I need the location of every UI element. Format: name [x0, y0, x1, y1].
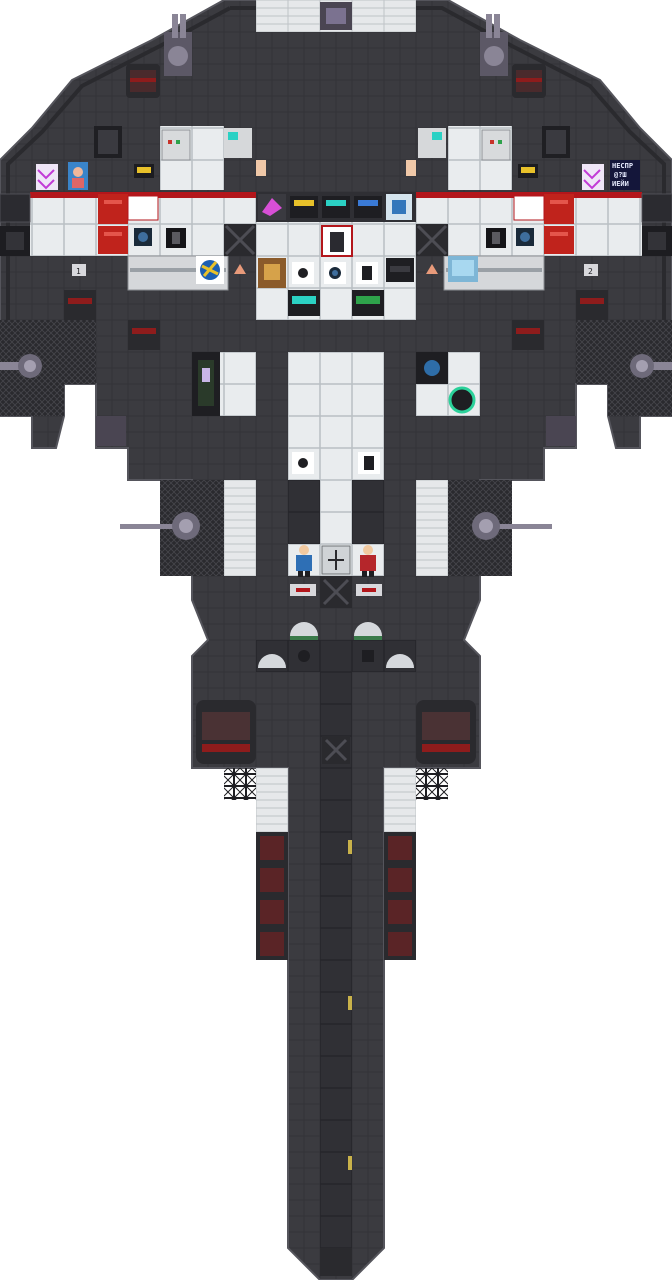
engine-thruster-icon [384, 832, 416, 960]
upper-right-room [406, 126, 512, 190]
warning-light-icon [234, 264, 438, 274]
central-corridor [288, 352, 384, 576]
console-icon [134, 164, 154, 178]
turret-icon [480, 14, 508, 76]
turret-icon [0, 354, 42, 378]
engine-thruster-icon [256, 832, 288, 960]
poster-icon [36, 162, 88, 190]
spine-solar [256, 768, 416, 832]
sign-line-2: @?Ш [614, 171, 627, 179]
airlock-door-icon [416, 224, 448, 256]
engine-thruster-icon [196, 700, 256, 764]
airlock-door-icon [224, 224, 256, 256]
room-marker-2: 2 [584, 264, 598, 276]
lattice-icon [224, 768, 448, 800]
engine-bay [256, 622, 416, 672]
crew-figure-icon [296, 545, 312, 577]
locker-icon [94, 126, 122, 158]
teleporter-pad-icon [290, 584, 382, 596]
sign-line-3: ИЕЙИ [612, 179, 629, 188]
left-mid-room [192, 352, 256, 416]
engine-thruster-icon [512, 290, 608, 446]
airlock-door-icon [0, 193, 31, 256]
vent-icon [298, 576, 374, 662]
bridge-room [256, 192, 416, 320]
turret-icon [630, 354, 672, 378]
right-wing-room [414, 192, 642, 291]
right-gun-deck [416, 480, 552, 576]
locker-icon [542, 126, 570, 158]
right-mid-room [416, 352, 480, 416]
marker-label-2: 2 [588, 267, 593, 276]
right-wing-grate [576, 320, 672, 416]
marker-label-1: 1 [76, 267, 81, 276]
upper-left-room [160, 126, 266, 190]
sign-panel: НЕСПР @?Ш ИЕЙИ [610, 160, 640, 190]
left-wing-room [30, 192, 258, 291]
poster-icon [582, 164, 604, 190]
turret-icon [164, 14, 192, 76]
spine-corridor [320, 672, 352, 1276]
sign-line-1: НЕСПР [612, 162, 633, 170]
engine-thruster-icon [512, 64, 546, 98]
left-gun-deck [120, 480, 256, 576]
top-solar-array [256, 0, 416, 32]
room-marker-1: 1 [72, 264, 86, 276]
engine-thruster-icon [126, 64, 160, 98]
engine-thruster-icon [416, 700, 476, 764]
crew-figure-icon [360, 545, 376, 577]
airlock-door-icon [641, 193, 672, 256]
engine-thruster-icon [64, 290, 160, 446]
console-icon [518, 164, 538, 178]
